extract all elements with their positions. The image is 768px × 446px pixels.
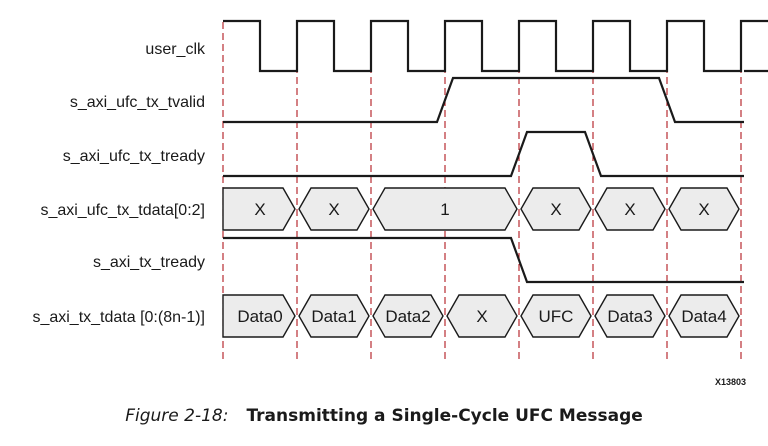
right-edge-mask [745, 280, 768, 340]
signal-label: user_clk [145, 41, 206, 58]
bus-segment [298, 294, 370, 338]
signal-label: s_axi_tx_tready [93, 254, 205, 271]
bus-value: X [328, 200, 339, 219]
bit-waveform [223, 236, 744, 284]
bus-value: X [476, 307, 487, 326]
bus-value: Data4 [681, 307, 726, 326]
figure-number: Figure 2-18: [125, 406, 229, 426]
bus-segment [668, 294, 740, 338]
bus-value: Data0 [237, 307, 282, 326]
bus-segment [520, 294, 592, 338]
bus-value: X [550, 200, 561, 219]
signal-label: s_axi_ufc_tx_tvalid [70, 94, 205, 111]
bus-segment [222, 187, 296, 231]
signal-label: s_axi_ufc_tx_tready [63, 148, 205, 165]
clock-waveform [223, 19, 768, 73]
bus-segment [520, 187, 592, 231]
bus-value: Data1 [311, 307, 356, 326]
figure-caption: Figure 2-18: Transmitting a Single-Cycle … [0, 406, 768, 426]
bus-value: UFC [539, 307, 574, 326]
bus-segment [446, 294, 518, 338]
signal-labels: user_clk s_axi_ufc_tx_tvalid s_axi_ufc_tx_… [32, 41, 206, 326]
bus-value: 1 [440, 200, 449, 219]
bus-segment [298, 187, 370, 231]
bus-value: X [254, 200, 265, 219]
bus-value: X [698, 200, 709, 219]
timing-diagram: user_clk s_axi_ufc_tx_tvalid s_axi_ufc_tx_… [32, 19, 768, 387]
figure-id: X13803 [715, 377, 746, 387]
bit-waveform [223, 76, 744, 124]
bus-segment [594, 294, 666, 338]
bit-waveform [223, 130, 744, 178]
bus-segment [372, 187, 518, 231]
bus-segment [372, 294, 444, 338]
bus-value: Data2 [385, 307, 430, 326]
bus-value: Data3 [607, 307, 652, 326]
signal-label: s_axi_tx_tdata [0:(8n-1)] [32, 309, 205, 326]
bus-segment [668, 187, 740, 231]
bus-segment [594, 187, 666, 231]
bus-value: X [624, 200, 635, 219]
figure-title: Transmitting a Single-Cycle UFC Message [246, 406, 643, 426]
bus-segment [222, 294, 296, 338]
signal-label: s_axi_ufc_tx_tdata[0:2] [40, 202, 205, 219]
